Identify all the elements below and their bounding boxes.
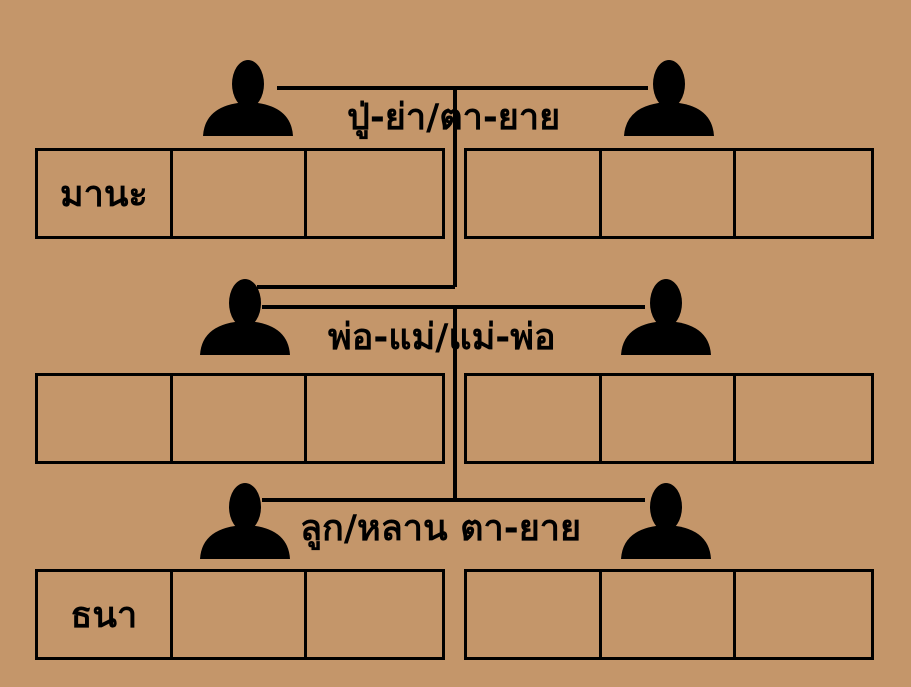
name-boxes-gen1-right <box>464 148 874 239</box>
generation-label-parents: พ่อ-แม่/แม่-พ่อ <box>328 317 556 358</box>
name-boxes-gen3-right <box>464 569 874 660</box>
name-box[interactable]: มานะ <box>38 151 173 236</box>
person-silhouette-icon <box>200 279 290 355</box>
generation-label-grandparents: ปู่-ย่า/ตา-ยาย <box>347 97 561 138</box>
name-box[interactable]: ธนา <box>38 572 173 657</box>
name-box[interactable] <box>602 151 737 236</box>
name-box[interactable] <box>307 151 442 236</box>
name-box[interactable] <box>736 572 871 657</box>
name-boxes-gen2-right <box>464 373 874 464</box>
name-boxes-gen2-left <box>35 373 445 464</box>
name-box[interactable] <box>173 151 308 236</box>
generation-label-children: ลูก/หลาน ตา-ยาย <box>300 508 582 549</box>
name-boxes-gen1-left: มานะ <box>35 148 445 239</box>
person-silhouette-icon <box>624 60 714 136</box>
name-box[interactable] <box>307 376 442 461</box>
name-box[interactable] <box>467 376 602 461</box>
name-box[interactable] <box>602 572 737 657</box>
name-box[interactable] <box>736 151 871 236</box>
name-box[interactable] <box>602 376 737 461</box>
person-silhouette-icon <box>621 483 711 559</box>
name-box[interactable] <box>173 376 308 461</box>
person-silhouette-icon <box>203 60 293 136</box>
name-box[interactable] <box>736 376 871 461</box>
name-box[interactable] <box>467 151 602 236</box>
name-box[interactable] <box>467 572 602 657</box>
name-box[interactable] <box>38 376 173 461</box>
name-box[interactable] <box>173 572 308 657</box>
person-silhouette-icon <box>200 483 290 559</box>
name-box[interactable] <box>307 572 442 657</box>
name-boxes-gen3-left: ธนา <box>35 569 445 660</box>
person-silhouette-icon <box>621 279 711 355</box>
